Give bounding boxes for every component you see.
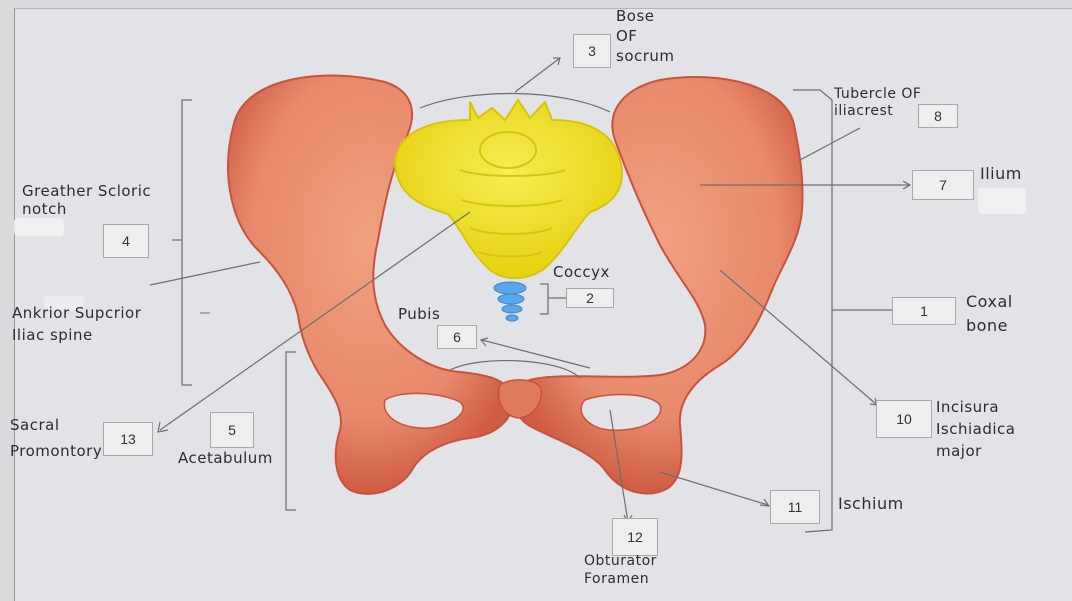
label-anterior-superior-iliac-spine: Ankrior Supcrior Iliac spine	[12, 302, 141, 346]
number-box-7: 7	[912, 170, 974, 200]
label-ilium: Ilium	[980, 166, 1022, 182]
label-sacral-promontory: Sacral Promontory	[10, 412, 102, 464]
label-tubercle-iliac-crest: Tubercle OF iliacrest	[834, 86, 921, 120]
label-coxal-bone: Coxal bone	[966, 290, 1013, 338]
label-ischium: Ischium	[838, 496, 904, 512]
coccyx	[494, 282, 526, 321]
number-box-4: 4	[103, 224, 149, 258]
bracket-acetabulum	[286, 352, 296, 510]
label-incisura-ischiadica-major: Incisura Ischiadica major	[936, 396, 1015, 462]
number-box-12: 12	[612, 518, 658, 556]
label-acetabulum: Acetabulum	[178, 450, 273, 466]
bracket-coccyx	[540, 284, 566, 314]
label-greater-sciatic-notch: Greather Scloric notch	[22, 182, 151, 218]
label-coccyx: Coccyx	[553, 264, 610, 280]
label-obturator-foramen: Obturator Foramen	[584, 552, 657, 588]
number-box-2: 2	[566, 288, 614, 308]
number-box-13: 13	[103, 422, 153, 456]
label-pubis: Pubis	[398, 306, 440, 322]
label-base-of-sacrum: Bose OF socrum	[616, 6, 675, 66]
correction-mark-right	[978, 188, 1026, 214]
number-box-1: 1	[892, 297, 956, 325]
number-box-11: 11	[770, 490, 820, 524]
number-box-5: 5	[210, 412, 254, 448]
number-box-10: 10	[876, 400, 932, 438]
correction-mark-left	[14, 218, 64, 236]
number-box-6: 6	[437, 325, 477, 349]
number-box-8: 8	[918, 104, 958, 128]
bracket-left	[172, 100, 192, 385]
number-box-3: 3	[573, 34, 611, 68]
sacrum	[395, 100, 622, 278]
